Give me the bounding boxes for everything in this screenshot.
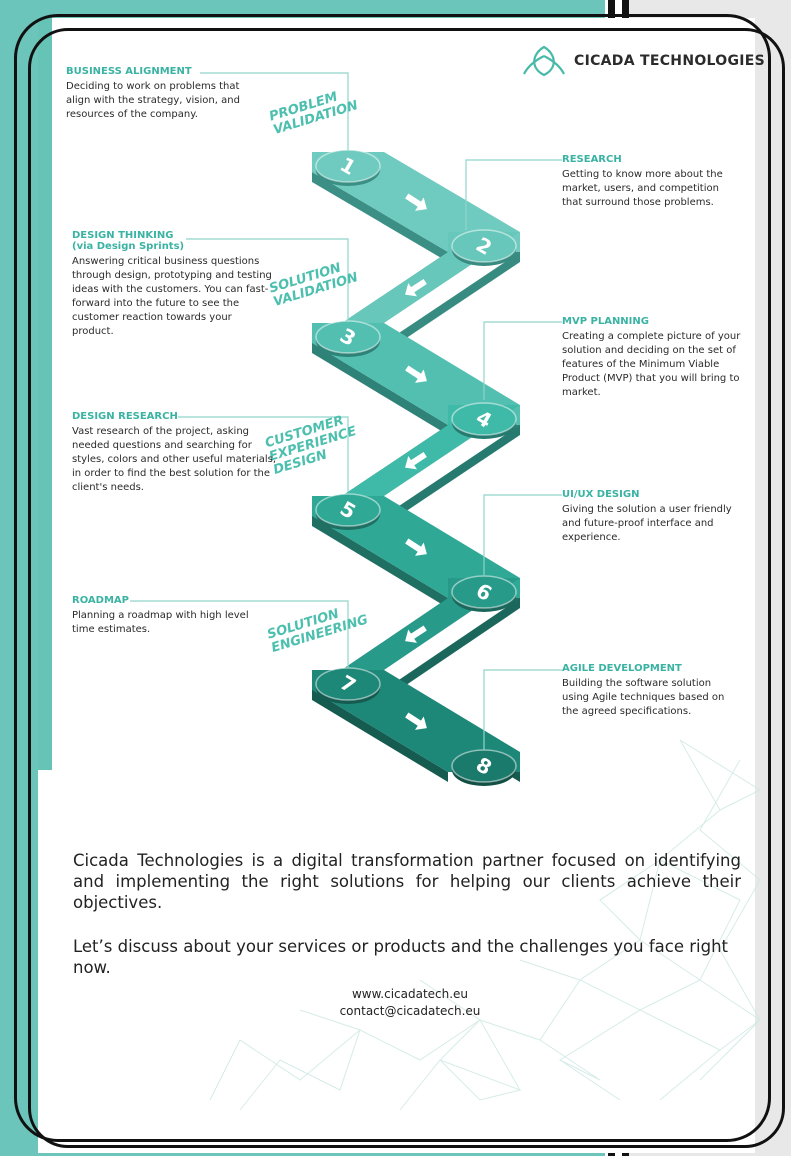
connector-line-5 (178, 416, 349, 492)
cicada-logo-icon (523, 45, 565, 77)
email-link[interactable]: contact@cicadatech.eu (339, 1004, 481, 1018)
arrow-1-icon (405, 193, 427, 211)
step-8-title: AGILE DEVELOPMENT (562, 663, 682, 674)
staircase-band-6-side-b (384, 598, 520, 700)
connector-line-1 (200, 72, 349, 150)
step-6-text: UI/UX DESIGN Giving the solution a user … (562, 489, 737, 545)
website-link[interactable]: www.cicadatech.eu (351, 987, 469, 1001)
step-3-disc (315, 320, 381, 354)
step-1-text: BUSINESS ALIGNMENT Deciding to work on p… (66, 66, 266, 122)
paper-accent-strip (38, 18, 52, 770)
step-5-title: DESIGN RESEARCH (72, 411, 178, 422)
step-3-subtitle: (via Design Sprints) (72, 241, 185, 252)
step-8-text: AGILE DEVELOPMENT Building the software … (562, 663, 737, 719)
step-2-text: RESEARCH Getting to know more about the … (562, 154, 742, 210)
step-5-text: DESIGN RESEARCH Vast research of the pro… (72, 411, 277, 495)
step-7-title: ROADMAP (72, 595, 129, 606)
step-7-text: ROADMAP Planning a roadmap with high lev… (72, 595, 252, 637)
step-6-desc: Giving the solution a user friendly and … (562, 504, 732, 543)
brand-name: CICADA TECHNOLOGIES (574, 53, 766, 69)
step-1-desc: Deciding to work on problems that align … (66, 81, 240, 120)
arrow-5-icon (405, 538, 427, 556)
step-4-disc (451, 402, 517, 436)
step-4-text: MVP PLANNING Creating a complete picture… (562, 316, 757, 400)
step-2-disc (451, 229, 517, 263)
connector-line-6 (483, 494, 562, 575)
arrow-3-icon (405, 365, 427, 383)
staircase-band-7-side (312, 690, 448, 782)
arrow-2-icon (405, 278, 427, 297)
step-6-disc (451, 575, 517, 609)
staircase-band-5-side (312, 516, 448, 608)
step-3-text: DESIGN THINKING (via Design Sprints) Ans… (72, 230, 272, 339)
step-7-desc: Planning a roadmap with high level time … (72, 610, 249, 635)
contact-block: www.cicadatech.eu contact@cicadatech.eu (300, 986, 520, 1020)
arrow-6-icon (405, 625, 427, 643)
arrow-4-icon (405, 451, 427, 470)
connector-line-2 (465, 159, 562, 230)
step-4-title: MVP PLANNING (562, 316, 649, 327)
step-1-title: BUSINESS ALIGNMENT (66, 66, 192, 77)
arrow-7-icon (405, 712, 427, 730)
staircase-band-2-side-b (384, 252, 520, 353)
step-2-title: RESEARCH (562, 154, 622, 165)
connector-line-4 (483, 321, 562, 400)
connector-line-7 (130, 600, 349, 668)
step-8-desc: Building the software solution using Agi… (562, 678, 725, 717)
cta-paragraph: Let’s discuss about your services or pro… (73, 937, 729, 977)
step-6-title: UI/UX DESIGN (562, 489, 640, 500)
staircase-band-4-side-b (384, 425, 520, 526)
step-4-desc: Creating a complete picture of your solu… (562, 331, 741, 398)
step-3-desc: Answering critical business questions th… (72, 256, 272, 337)
brand-logo: CICADA TECHNOLOGIES (522, 44, 765, 78)
intro-paragraph: Cicada Technologies is a digital transfo… (73, 851, 741, 912)
connector-line-8 (483, 669, 562, 750)
step-3-title: DESIGN THINKING (72, 230, 174, 241)
staircase-band-3-side (312, 343, 448, 435)
staircase-band-1-side (312, 172, 448, 262)
step-2-desc: Getting to know more about the market, u… (562, 169, 723, 208)
step-5-disc (315, 493, 381, 527)
connector-line-3 (186, 238, 349, 320)
step-5-desc: Vast research of the project, asking nee… (72, 426, 277, 493)
